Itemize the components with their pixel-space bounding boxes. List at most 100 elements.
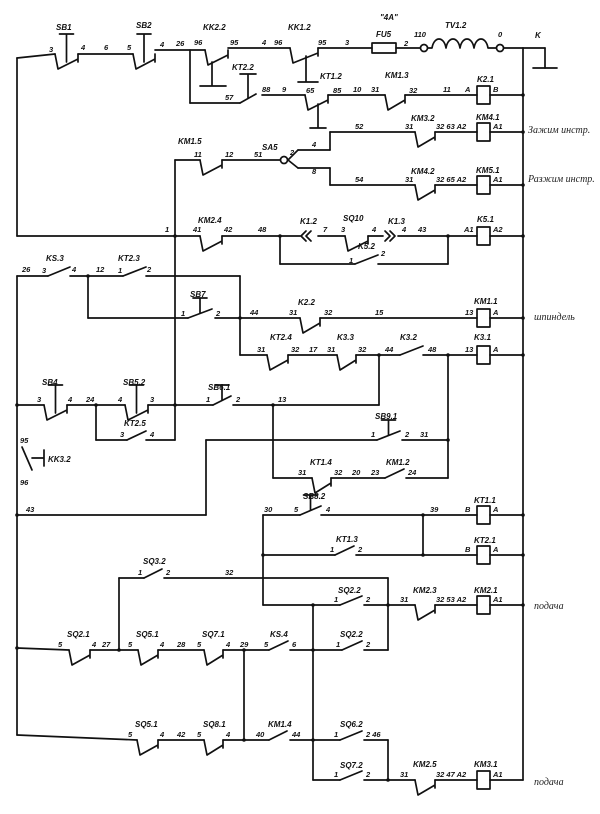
- pushbutton-actuator: [192, 297, 208, 314]
- wire-number: 85: [333, 86, 342, 95]
- wire-number: 95: [230, 38, 239, 47]
- handwritten-note: шпиндель: [534, 312, 575, 323]
- wire-number: 31: [298, 468, 306, 477]
- wire-number: 28: [176, 640, 186, 649]
- component-label: KT2.3: [118, 254, 140, 263]
- wire-number: 44: [291, 730, 301, 739]
- pushbutton-actuator: [214, 384, 230, 401]
- normally-closed-contact: [43, 404, 68, 421]
- normally-open-contact: [354, 254, 379, 265]
- component-label: KM1.3: [385, 71, 409, 80]
- wire-number: 32: [334, 468, 343, 477]
- component-label: KT1.3: [336, 535, 358, 544]
- normally-closed-contact: [204, 49, 229, 66]
- wire-number: 31: [289, 308, 297, 317]
- relay-coil: [476, 308, 491, 328]
- wire-number: 4: [159, 640, 165, 649]
- junction-node: [173, 403, 177, 407]
- wire-number: 57: [225, 93, 234, 102]
- thermal-relay-contact: [21, 446, 45, 471]
- wire-number: 11: [194, 150, 202, 159]
- component-label: K2.1: [477, 75, 494, 84]
- wire: [16, 734, 138, 741]
- wire-number: 2: [289, 148, 295, 157]
- component-label: SQ2.2: [338, 586, 361, 595]
- component-label: K3.3: [337, 333, 354, 342]
- wire-number: 5: [127, 43, 132, 52]
- wire-number: 4: [117, 395, 123, 404]
- normally-open-contact: [268, 640, 289, 651]
- normally-closed-contact: [68, 649, 91, 666]
- component-label: KM1.5: [178, 137, 202, 146]
- wire-number: 1: [334, 730, 338, 739]
- wire-number: 43: [25, 505, 35, 514]
- wire-number: 32: [291, 345, 300, 354]
- normally-closed-contact: [344, 235, 369, 252]
- wire-number: B: [493, 85, 499, 94]
- junction-node: [521, 93, 525, 97]
- component-label: SB9.1: [375, 412, 398, 421]
- wire-number: 95: [318, 38, 327, 47]
- wire-number: 65: [306, 86, 315, 95]
- component-label: KM4.2: [411, 167, 435, 176]
- junction-node: [311, 738, 315, 742]
- junction-node: [521, 513, 525, 517]
- wire-number: B: [465, 505, 471, 514]
- component-label: KT1.2: [320, 72, 342, 81]
- normally-closed-contact: [414, 604, 436, 621]
- normally-closed-contact: [414, 131, 436, 148]
- wire-number: 24: [407, 468, 417, 477]
- junction-node: [242, 738, 246, 742]
- component-label: K5.2: [358, 242, 375, 251]
- junction-node: [173, 234, 177, 238]
- wire-number: 1: [206, 395, 210, 404]
- relay-coil: [476, 770, 491, 790]
- thermal-relay-actuator: [297, 55, 319, 83]
- component-label: SB4: [42, 378, 58, 387]
- normally-closed-contact: [203, 649, 224, 666]
- wire-number: 5: [128, 640, 133, 649]
- wire-number: 52: [355, 122, 364, 131]
- normally-open-contact: [341, 640, 363, 651]
- wire-number: 95: [20, 436, 29, 445]
- wire-number: 2: [235, 395, 241, 404]
- wire-number: 5: [197, 640, 202, 649]
- component-label: KT2.4: [270, 333, 292, 342]
- wire-number: 5: [197, 730, 202, 739]
- wire-number: 9: [282, 85, 287, 94]
- wire-number: 4: [371, 225, 377, 234]
- wire-number: 48: [257, 225, 267, 234]
- wire-number: 1: [334, 770, 338, 779]
- component-label: KT1.1: [474, 496, 496, 505]
- normally-closed-contact: [199, 159, 223, 176]
- component-label: KM2.3: [413, 586, 437, 595]
- wire-number: 4: [225, 640, 231, 649]
- junction-node: [15, 513, 19, 517]
- normally-open-contact: [339, 595, 363, 606]
- normally-closed-contact: [336, 354, 357, 371]
- wire-number: 44: [249, 308, 259, 317]
- component-label: KM2.4: [198, 216, 222, 225]
- component-label: KM1.2: [386, 458, 410, 467]
- component-label: SB2: [136, 21, 152, 30]
- wire-number: A: [492, 505, 498, 514]
- pushbutton-actuator: [47, 384, 64, 414]
- wire-number: A1: [492, 122, 503, 131]
- normally-closed-contact: [304, 94, 329, 111]
- normally-closed-contact: [299, 317, 321, 334]
- wire-number: 8: [312, 167, 317, 176]
- wire-number: 2: [146, 265, 152, 274]
- wire-number: 31: [327, 345, 335, 354]
- wire-number: 2: [365, 640, 371, 649]
- normally-closed-contact: [414, 184, 436, 201]
- wire-number: 31: [405, 122, 413, 131]
- wire-number: 31: [400, 595, 408, 604]
- component-label: KM2.5: [413, 760, 437, 769]
- junction-node: [521, 316, 525, 320]
- wire-number: 32: [358, 345, 367, 354]
- wire-number: 13: [465, 308, 474, 317]
- component-label: KS.4: [270, 630, 288, 639]
- wire-number: 1: [181, 309, 185, 318]
- wire-number: 51: [254, 150, 262, 159]
